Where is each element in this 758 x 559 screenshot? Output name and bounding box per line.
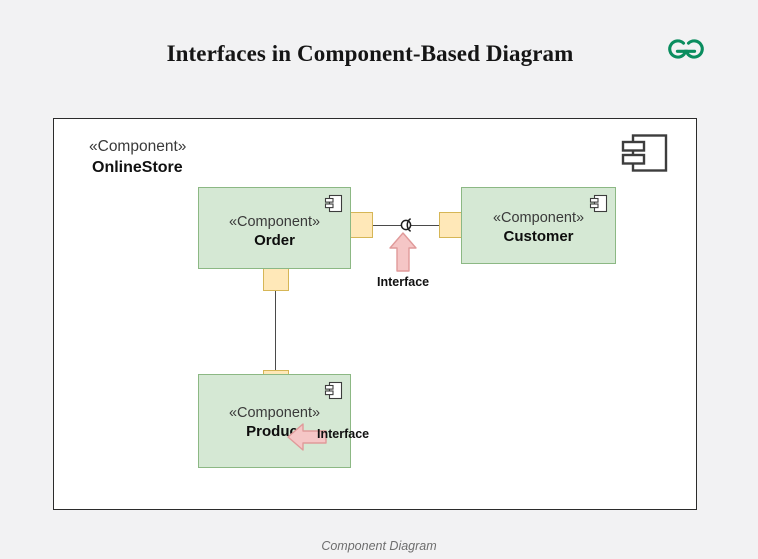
component-icon [589, 194, 608, 213]
page-header: Interfaces in Component-Based Diagram [0, 0, 758, 100]
figure-caption: Component Diagram [321, 539, 437, 553]
interface-annotation-label: Interface [377, 275, 430, 289]
interface-annotation-label: Interface [317, 427, 370, 441]
page-title: Interfaces in Component-Based Diagram [166, 41, 574, 66]
interface-ball-socket-icon[interactable] [395, 214, 417, 236]
onlinestore-name: OnlineStore [92, 159, 183, 176]
component-box-customer[interactable]: «Component» Customer [461, 187, 616, 264]
component-box-order[interactable]: «Component» Order [198, 187, 351, 269]
component-name: Order [254, 232, 295, 249]
component-icon [620, 132, 672, 174]
component-name: Customer [503, 228, 574, 245]
onlinestore-stereotype: «Component» [89, 138, 187, 155]
component-icon [324, 381, 343, 400]
component-diagram-frame: «Component» OnlineStore «Component» Orde… [53, 118, 697, 510]
component-stereotype: «Component» [492, 210, 585, 226]
geeksforgeeks-logo-icon [663, 33, 709, 65]
connector-order-product [275, 289, 276, 372]
component-stereotype: «Component» [228, 405, 321, 421]
port-order-bottom[interactable] [263, 265, 289, 291]
annotation-arrow-left-icon [286, 422, 328, 452]
component-box-product[interactable]: «Component» Product [198, 374, 351, 468]
component-icon [324, 194, 343, 213]
component-stereotype: «Component» [228, 214, 321, 230]
annotation-arrow-up-icon [388, 231, 418, 273]
